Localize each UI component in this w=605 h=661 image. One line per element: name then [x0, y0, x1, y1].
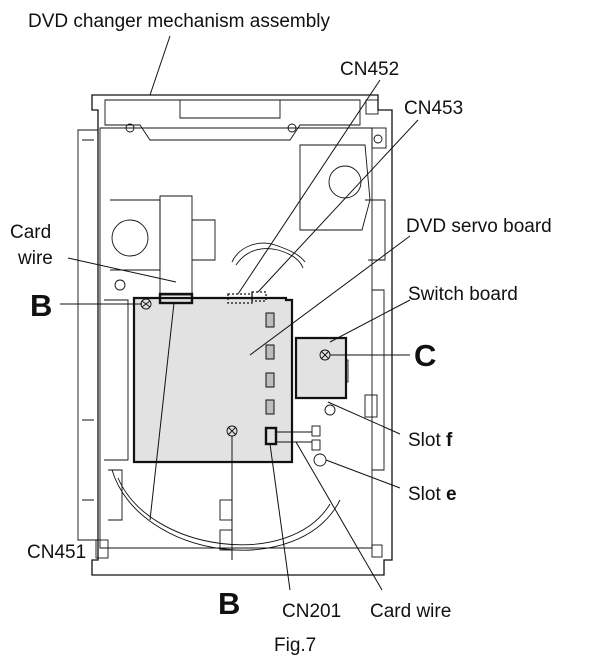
label-b-screw-left: B [30, 288, 52, 323]
label-switch-board: Switch board [408, 284, 518, 305]
label-cn201: CN201 [282, 601, 341, 622]
label-c-screw: C [414, 338, 436, 373]
label-cn451: CN451 [27, 542, 86, 563]
label-dvd-changer: DVD changer mechanism assembly [28, 11, 331, 32]
label-slot-f-prefix: Slot [408, 430, 446, 451]
label-card-wire-top-line1: Card [10, 222, 51, 243]
label-slot-e-prefix: Slot [408, 484, 446, 505]
label-b-screw-bottom: B [218, 586, 240, 621]
label-cn452: CN452 [340, 59, 399, 80]
label-dvd-servo-board: DVD servo board [406, 216, 552, 237]
leader-lines [60, 35, 419, 591]
label-slot-f-letter: f [446, 430, 453, 451]
label-slot-e-letter: e [446, 484, 457, 505]
label-card-wire-top-line2: wire [17, 248, 53, 269]
figure-caption: Fig.7 [274, 635, 316, 656]
label-cn453: CN453 [404, 98, 463, 119]
changer-mechanism-drawing [77, 94, 393, 576]
label-slot-e: Slot e [408, 484, 457, 505]
label-card-wire-bottom: Card wire [370, 601, 451, 622]
label-slot-f: Slot f [408, 430, 453, 451]
